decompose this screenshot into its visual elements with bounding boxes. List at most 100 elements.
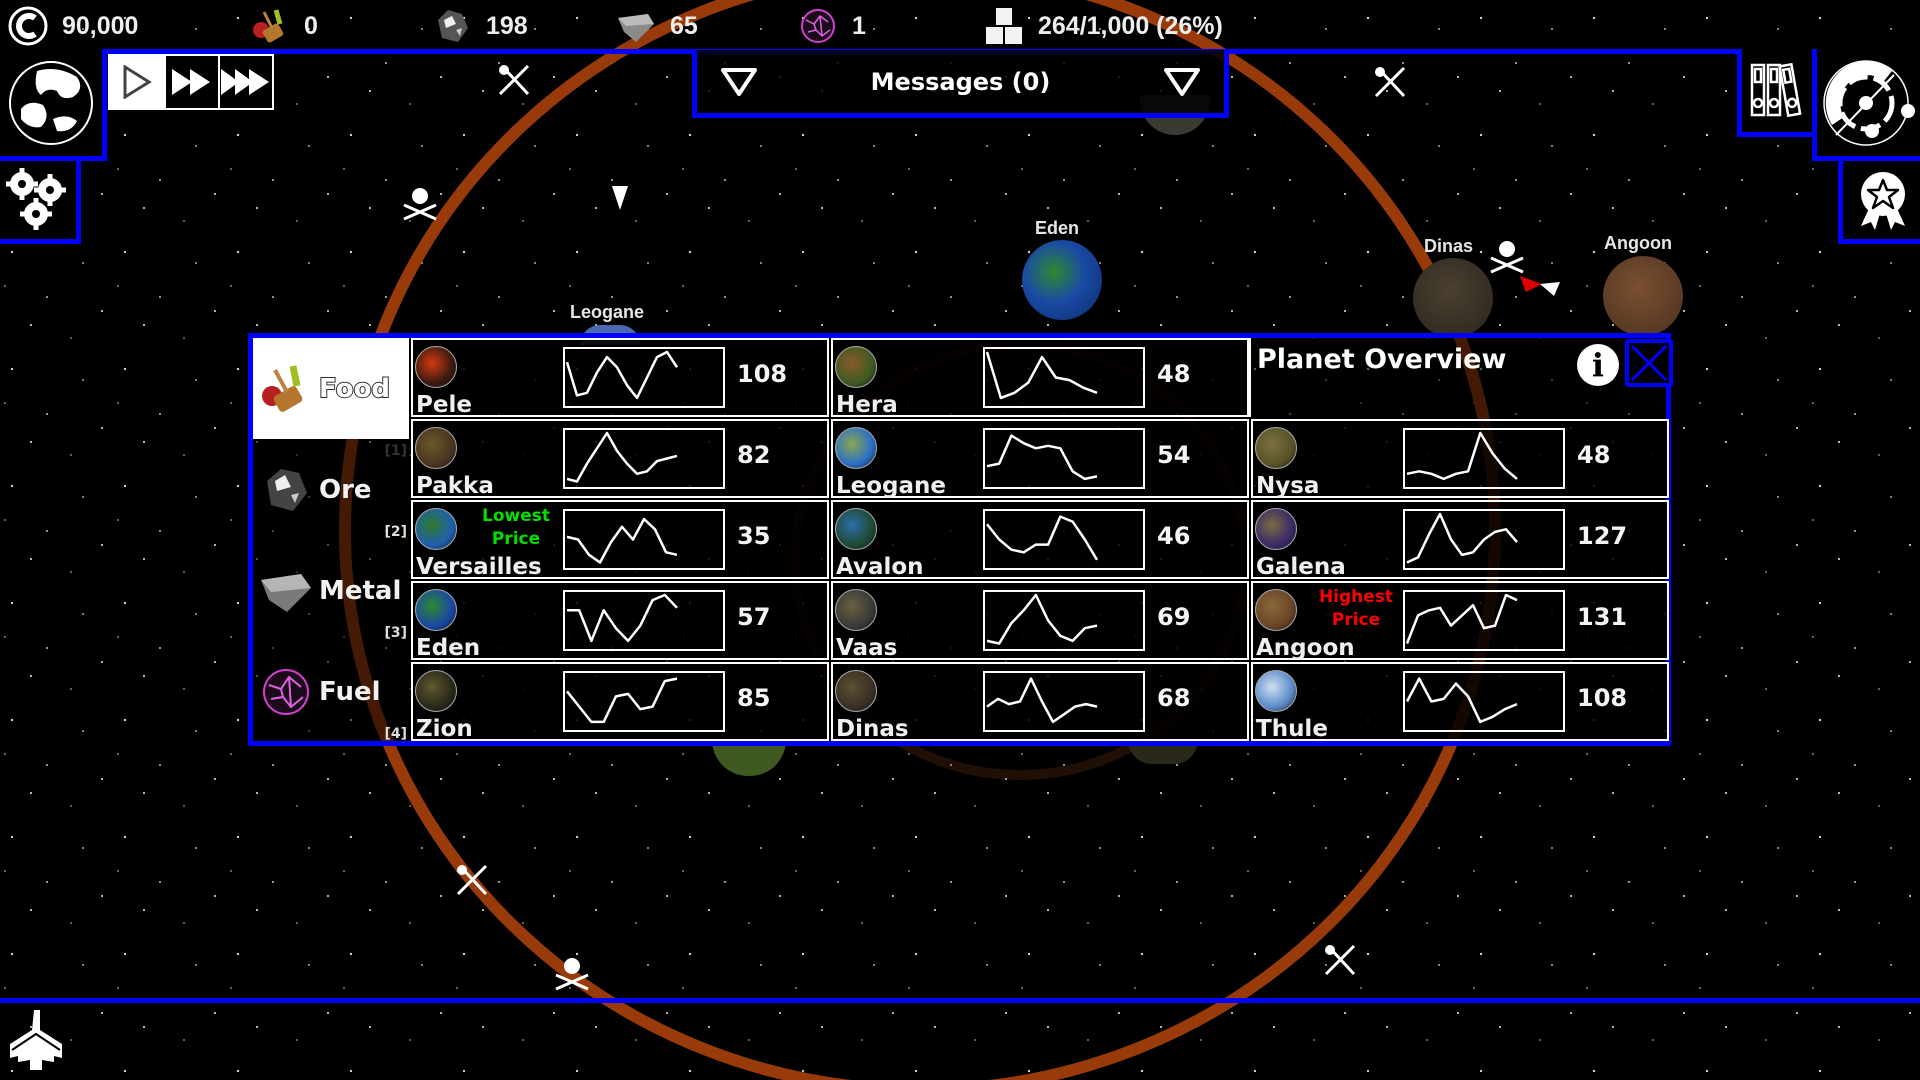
price-history-chart [563,590,725,651]
food-display: 0 [250,6,318,46]
planet-name: Avalon [836,554,924,580]
planet-thumbnail-icon [415,670,457,712]
overview-header [1249,338,1671,417]
pirate-skull-icon[interactable] [400,185,440,221]
planet-price: 54 [1157,441,1191,469]
pirate-skull-icon[interactable] [552,955,592,991]
planet-thumbnail-icon [1255,427,1297,469]
mining-station-icon[interactable] [494,60,534,100]
settings-button[interactable] [0,156,81,244]
play-button[interactable] [110,56,164,108]
planet-thumbnail-icon [835,670,877,712]
mining-station-icon[interactable] [1320,940,1360,980]
tab-ore[interactable]: Ore [2] [253,439,409,540]
resource-bar: 90,000 0 198 65 1 264/1,000 (26%) [0,0,1920,50]
map-planet-angoon[interactable] [1603,256,1683,336]
planet-name: Zion [416,716,473,742]
planet-thumbnail-icon [1255,670,1297,712]
panel-title: Planet Overview [1257,344,1507,375]
price-history-chart [983,509,1145,570]
planet-price: 48 [1577,441,1611,469]
map-label-leogane: Leogane [570,302,645,322]
records-button[interactable] [1737,49,1817,137]
planet-price: 127 [1577,522,1628,550]
planet-price: 108 [1577,684,1628,712]
messages-bar[interactable]: Messages (0) [692,50,1229,118]
planet-thumbnail-icon [835,589,877,631]
price-badge: Highest Price [1318,587,1394,630]
planet-name: Versailles [416,554,542,580]
tab-ore-label: Ore [319,474,372,505]
planet-thumbnail-icon [835,508,877,550]
map-planet-eden[interactable] [1022,240,1102,320]
tab-food[interactable]: Food [1] [253,338,409,459]
system-view-button[interactable] [1812,49,1920,161]
food-value: 0 [304,11,318,40]
price-history-chart [983,590,1145,651]
tab-fuel[interactable]: Fuel [4] [253,641,409,742]
planet-row-zion[interactable]: Zion 85 [411,662,829,742]
gears-icon [6,168,66,230]
ship-marker-icon[interactable] [612,186,628,210]
fast-forward-icon [172,69,210,95]
messages-label: Messages (0) [870,67,1051,96]
fast-forward-button[interactable] [164,56,218,108]
credits-icon [8,6,48,46]
tab-metal[interactable]: Metal [3] [253,540,409,641]
mining-station-icon[interactable] [452,860,492,900]
planet-name: Eden [416,635,481,661]
achievements-button[interactable] [1838,156,1920,244]
tab-fuel-hotkey: [4] [384,726,407,742]
price-badge: Lowest Price [482,506,550,549]
planet-overview-panel: Food [1] Ore [2] Metal [3] Fuel [4] Plan… [248,333,1673,746]
award-star-icon [1861,172,1905,230]
info-button[interactable]: i [1577,344,1619,386]
fastest-forward-button[interactable] [218,56,272,108]
planet-price: 46 [1157,522,1191,550]
fleet-ship-icon[interactable] [10,1010,62,1070]
chevron-down-icon[interactable] [719,66,759,98]
price-history-chart [1403,509,1565,570]
planet-price: 69 [1157,603,1191,631]
fuel-icon [798,6,838,46]
planet-price: 85 [737,684,771,712]
ore-display: 198 [432,6,528,46]
play-icon [123,65,152,99]
map-planet-dinas[interactable] [1413,258,1493,338]
planet-price: 68 [1157,684,1191,712]
close-button[interactable] [1625,339,1673,387]
chevron-down-icon[interactable] [1162,66,1202,98]
tab-food-label: Food [318,373,391,405]
planet-price: 57 [737,603,771,631]
price-history-chart [983,347,1145,408]
tab-ore-hotkey: [2] [384,524,407,540]
tab-metal-hotkey: [3] [384,625,407,641]
planet-row-eden[interactable]: Eden 57 [411,581,829,661]
planet-row-avalon[interactable]: Avalon 46 [831,500,1249,580]
price-history-chart [563,428,725,489]
pirate-skull-icon[interactable] [1487,238,1527,274]
planet-price: 131 [1577,603,1628,631]
globe-icon [9,60,93,145]
mining-station-icon[interactable] [1370,62,1410,102]
ship-marker-icon[interactable] [1520,272,1560,296]
info-icon: i [1591,346,1605,384]
galaxy-map-button[interactable] [0,49,107,161]
credits-value: 90,000 [62,11,139,40]
resource-category-tabs: Food [1] Ore [2] Metal [3] Fuel [4] [253,338,409,742]
radar-icon [1822,59,1915,146]
tab-fuel-label: Fuel [319,676,381,707]
map-label-angoon: Angoon [1604,233,1672,253]
food-icon [262,364,303,412]
